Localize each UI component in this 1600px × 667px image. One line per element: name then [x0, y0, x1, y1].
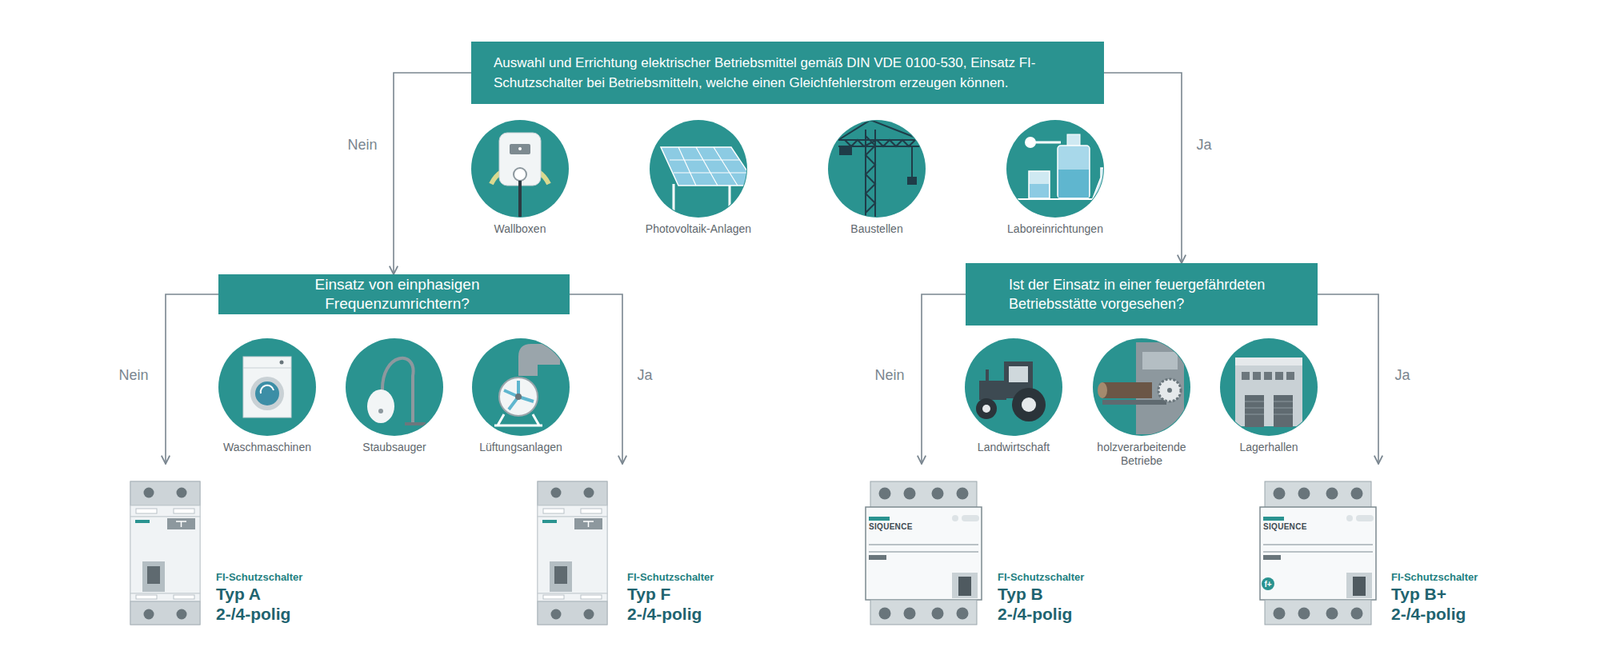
circle-shape: [345, 338, 444, 436]
question-text: Auswahl und Errichtung elektrischer Betr…: [493, 52, 1088, 93]
device-type: Typ F: [627, 584, 714, 604]
edge-label: Ja: [1196, 136, 1212, 154]
category-circle: Lagerhallen: [1220, 338, 1318, 436]
pole-count: 2-/4-polig: [216, 604, 303, 624]
category-label: Lüftungsanlagen: [479, 440, 563, 455]
category-circle: Laboreinrichtungen: [1006, 120, 1104, 218]
circle-fill: [1220, 338, 1318, 436]
warehouse-icon: [1235, 357, 1303, 428]
edge-label: Ja: [1394, 367, 1410, 384]
rcd-result: FI-SchutzschalterTyp B+2-/4-polig: [1260, 464, 1500, 625]
category-circle: holzverarbeitende Betriebe: [1092, 338, 1191, 436]
category-label: Staubsauger: [362, 440, 426, 455]
rcd-result: FI-SchutzschalterTyp A2-/4-polig: [130, 464, 339, 625]
fplus-badge: [1261, 577, 1275, 591]
category-circle: Baustellen: [828, 120, 926, 218]
device-caption: FI-SchutzschalterTyp A2-/4-polig: [216, 570, 303, 624]
circle-fill: [649, 120, 748, 218]
category-label: Laboreinrichtungen: [1007, 222, 1104, 236]
circle-shape: [828, 120, 926, 218]
category-circle: Waschmaschinen: [218, 338, 316, 436]
category-label: Baustellen: [850, 222, 903, 236]
wallbox-icon: [491, 132, 549, 220]
rcd-2-pole-drawing: [130, 481, 200, 625]
circle-fill: [964, 338, 1063, 436]
device-kind: FI-Schutzschalter: [627, 570, 714, 584]
circle-shape: [472, 338, 570, 436]
circle-shape: [471, 120, 569, 218]
device-caption: FI-SchutzschalterTyp B+2-/4-polig: [1391, 570, 1478, 624]
category-label: holzverarbeitende Betriebe: [1089, 440, 1194, 468]
rcd-result: FI-SchutzschalterTyp F2-/4-polig: [537, 464, 746, 625]
category-circle: Wallboxen: [471, 120, 569, 218]
category-label: Wallboxen: [494, 222, 547, 236]
flow-connector: [1317, 294, 1379, 464]
pole-count: 2-/4-polig: [1391, 604, 1478, 624]
category-label: Waschmaschinen: [223, 440, 312, 455]
pole-count: 2-/4-polig: [627, 604, 714, 624]
circle-fill: [828, 120, 926, 218]
question-text: Einsatz von einphasigen Frequenzumrichte…: [240, 275, 554, 314]
edge-label: Nein: [874, 367, 904, 384]
fan-icon: [494, 344, 560, 426]
tractor-icon: [976, 361, 1046, 422]
circle-fill: [345, 338, 444, 436]
device-kind: FI-Schutzschalter: [216, 570, 303, 584]
device-caption: FI-SchutzschalterTyp B2-/4-polig: [997, 570, 1084, 624]
circle-fill: [1006, 120, 1104, 218]
edge-label: Nein: [347, 136, 377, 154]
category-circle: Landwirtschaft: [964, 338, 1063, 436]
device-type: Typ A: [216, 584, 303, 604]
flow-connector: [569, 294, 623, 464]
vacuum-icon: [367, 358, 426, 424]
category-circle: Staubsauger: [345, 338, 444, 436]
flow-connector: [921, 294, 966, 464]
circle-shape: [1220, 338, 1318, 436]
circle-shape: [218, 338, 316, 436]
solar-panel-icon: [660, 147, 757, 218]
sawmill-icon: [1097, 342, 1184, 435]
device-kind: FI-Schutzschalter: [997, 570, 1084, 584]
device-type: Typ B+: [1391, 584, 1478, 604]
flow-connector: [165, 294, 219, 464]
rcd-4-pole-drawing: [1260, 481, 1376, 625]
device-caption: FI-SchutzschalterTyp F2-/4-polig: [627, 570, 714, 624]
decision-box: Einsatz von einphasigen Frequenzumrichte…: [218, 274, 570, 315]
circle-fill: [218, 338, 316, 436]
category-circle: Photovoltaik-Anlagen: [649, 120, 748, 218]
circle-shape: [1006, 120, 1104, 218]
decision-box: Ist der Einsatz in einer feuergefährdete…: [965, 263, 1318, 326]
circle-shape: [964, 338, 1063, 436]
category-label: Photovoltaik-Anlagen: [645, 222, 752, 236]
circle-fill: [472, 338, 570, 436]
rcd-result: FI-SchutzschalterTyp B2-/4-polig: [865, 464, 1106, 625]
rcd-2-pole-drawing: [537, 481, 608, 625]
brand-name: SIQUENCE: [1263, 522, 1308, 532]
badge-text: f+: [1264, 580, 1272, 589]
circle-shape: [649, 120, 748, 218]
flow-connector: [1104, 72, 1182, 264]
rcd-4-pole-drawing: [865, 481, 982, 625]
circle-fill: [1092, 338, 1191, 436]
washing-machine-icon: [243, 356, 292, 418]
category-label: Lagerhallen: [1239, 440, 1298, 455]
circle-fill: [471, 120, 569, 218]
edge-label: Nein: [118, 367, 148, 384]
device-kind: FI-Schutzschalter: [1391, 570, 1478, 584]
crane-icon: [838, 120, 922, 220]
circle-shape: [1092, 338, 1191, 436]
flow-connector: [393, 72, 472, 275]
device-type: Typ B: [997, 584, 1084, 604]
brand-name: SIQUENCE: [868, 522, 913, 532]
decision-box: Auswahl und Errichtung elektrischer Betr…: [471, 41, 1104, 104]
lab-icon: [1016, 134, 1117, 200]
pole-count: 2-/4-polig: [997, 604, 1084, 624]
edge-label: Ja: [636, 367, 652, 384]
category-label: Landwirtschaft: [977, 440, 1050, 455]
category-circle: Lüftungsanlagen: [472, 338, 570, 436]
question-text: Ist der Einsatz in einer feuergefährdete…: [1008, 275, 1297, 314]
